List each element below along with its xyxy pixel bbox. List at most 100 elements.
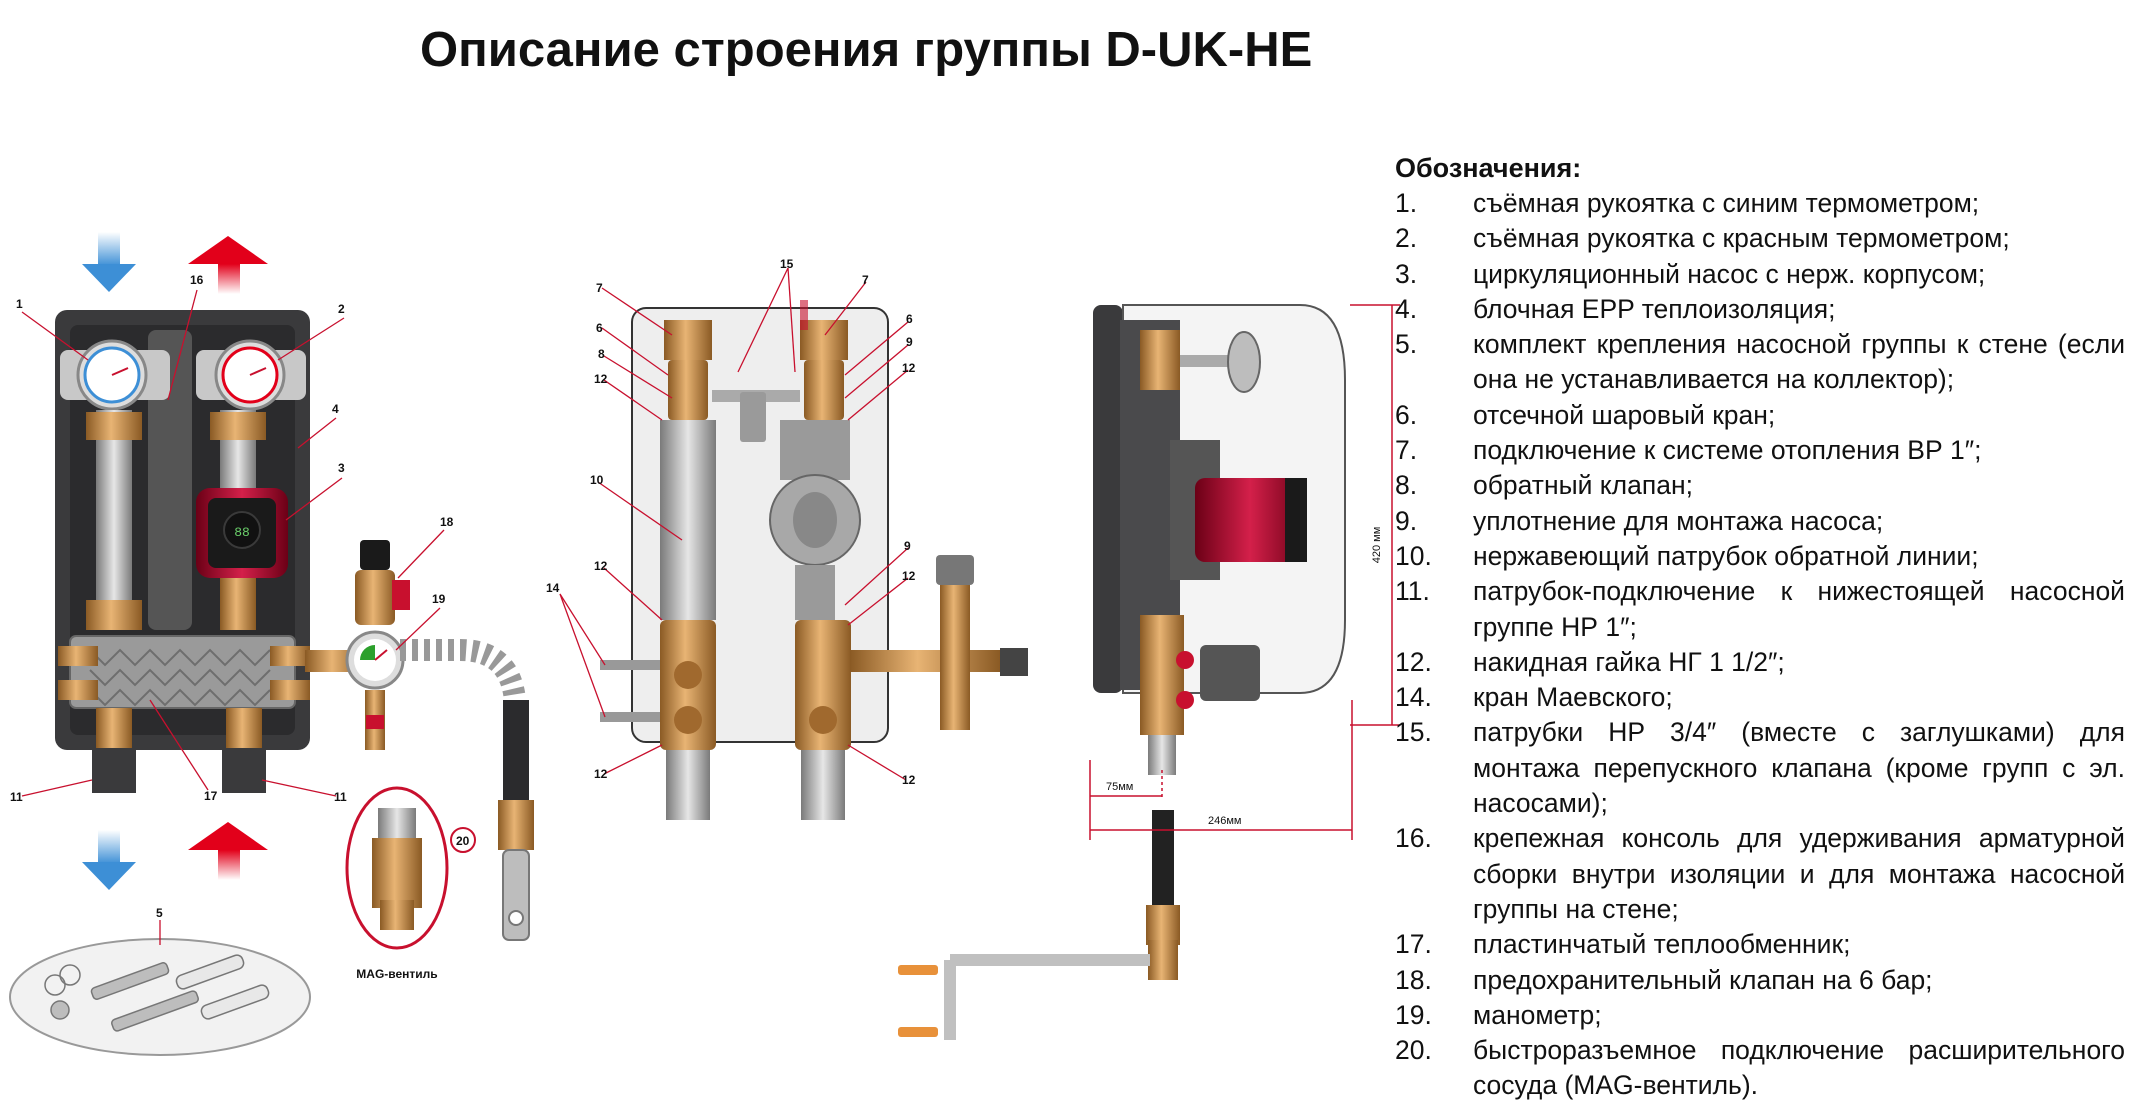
mag-valve-detail	[345, 786, 449, 950]
callout-7-left: 7	[596, 281, 603, 295]
legend-item-text: обратный клапан;	[1473, 470, 1693, 501]
callout-10: 10	[590, 473, 604, 487]
legend-item-text: патрубок-подключение к нижестоящей насос…	[1473, 576, 2125, 642]
legend-item-text: уплотнение для монтажа насоса;	[1473, 505, 1884, 536]
callout-2: 2	[338, 302, 345, 316]
callout-17: 17	[204, 789, 218, 803]
legend-item: 3. циркуляционный насос с нерж. корпусом;	[1395, 257, 2125, 292]
legend-item-text: отсечной шаровый кран;	[1473, 399, 1776, 430]
legend-item: 18.предохранительный клапан на 6 бар;	[1395, 963, 2125, 998]
legend-item: 15. патрубки НР 3/4″ (вместе с заглушками…	[1395, 715, 2125, 821]
pump-group-diagram: 88	[9, 232, 1400, 1056]
mounting-console	[148, 330, 192, 630]
legend-item: 16.крепежная консоль для удерживания арм…	[1395, 821, 2125, 927]
circulation-pump: 88	[196, 488, 288, 578]
legend-item-number: 1.	[1395, 188, 1418, 218]
assembly-view: 7 15 7 6 6 8 9 12 12 10 12 9 12 14 12 12	[546, 257, 1028, 820]
callout-4: 4	[332, 402, 339, 416]
legend-item-number: 20.	[1395, 1035, 1432, 1066]
red-thermometer	[196, 339, 306, 411]
legend-item-text: быстроразъемное подключение расширительн…	[1473, 1035, 2125, 1101]
legend-item: 9.уплотнение для монтажа насоса;	[1395, 504, 2125, 539]
legend-item-text: съёмная рукоятка с красным термометром;	[1473, 223, 2010, 254]
callout-16: 16	[190, 273, 204, 287]
legend-item-text: кран Маевского;	[1473, 682, 1673, 713]
callout-20: 20	[456, 834, 470, 848]
callout-8: 8	[598, 347, 605, 361]
svg-text:88: 88	[234, 525, 250, 540]
callout-1: 1	[16, 297, 23, 311]
legend-item: 1. съёмная рукоятка с синим термометром;	[1395, 186, 2125, 221]
mag-valve-caption: MAG-вентиль	[356, 967, 437, 981]
callout-7-right: 7	[862, 273, 869, 287]
hot-arrow-out-icon	[188, 236, 268, 294]
callout-3: 3	[338, 461, 345, 475]
cold-arrow-out-icon	[82, 830, 136, 890]
legend-item-text: манометр;	[1473, 999, 1602, 1030]
dim-width-small: 75мм	[1106, 781, 1133, 793]
callout-11-left: 11	[10, 790, 23, 804]
blue-thermometer	[60, 339, 170, 411]
legend-item-text: накидная гайка НГ 1 1/2″;	[1473, 646, 1785, 677]
callout-12-top-right: 12	[902, 361, 916, 375]
legend-item-number: 5.	[1395, 329, 1418, 360]
legend-item: 19. манометр;	[1395, 998, 2125, 1033]
legend-item-number: 14.	[1395, 682, 1432, 713]
side-view: 420 мм 75мм 246мм	[898, 304, 1400, 1040]
legend-heading: Обозначения:	[1395, 153, 1582, 183]
legend-item: 7.подключение к системе отопления ВР 1″;	[1395, 433, 2125, 468]
callout-12-bottom-right: 12	[902, 773, 916, 787]
callout-6-left: 6	[596, 321, 603, 335]
legend-item: 14. кран Маевского;	[1395, 680, 2125, 715]
legend-item-text: комплект крепления насосной группы к сте…	[1473, 329, 2125, 395]
legend-item-number: 16.	[1395, 823, 1432, 854]
front-view: 88	[9, 232, 534, 1056]
legend-item-number: 2.	[1395, 223, 1418, 254]
hot-arrow-in-icon	[188, 822, 268, 880]
legend-item: 10. нержавеющий патрубок обратной линии;	[1395, 539, 2125, 574]
dim-height: 420 мм	[1371, 527, 1383, 564]
legend-item: 2. съёмная рукоятка с красным термометром…	[1395, 221, 2125, 256]
legend-item: 4.блочная EPP теплоизоляция;	[1395, 292, 2125, 327]
legend-item: 20. быстроразъемное подключение расширите…	[1395, 1033, 2125, 1104]
legend-item-text: патрубки НР 3/4″ (вместе с заглушками) д…	[1473, 717, 2125, 819]
callout-12-mid-left: 12	[594, 559, 608, 573]
legend-item: 12. накидная гайка НГ 1 1/2″;	[1395, 645, 2125, 680]
callout-12-top-left: 12	[594, 372, 608, 386]
legend-item-text: съёмная рукоятка с синим термометром;	[1473, 188, 1980, 218]
callout-15: 15	[780, 257, 794, 271]
legend: Обозначения: 1. съёмная рукоятка с синим …	[1395, 150, 2125, 1104]
legend-item-number: 17.	[1395, 929, 1432, 960]
page-title: Описание строения группы D-UK-HE	[420, 23, 1313, 77]
legend-item: 6. отсечной шаровый кран;	[1395, 398, 2125, 433]
legend-item: 8. обратный клапан;	[1395, 468, 2125, 503]
legend-item-number: 12.	[1395, 646, 1432, 677]
legend-item-number: 15.	[1395, 717, 1432, 748]
callout-12-mid-right: 12	[902, 569, 916, 583]
legend-item-text: нержавеющий патрубок обратной линии;	[1473, 540, 1979, 571]
callouts-view2: 7 15 7 6 6 8 9 12 12 10 12 9 12 14 12 12	[546, 257, 916, 787]
legend-item: 11.патрубок-подключение к нижестоящей на…	[1395, 574, 2125, 645]
callout-14: 14	[546, 581, 560, 595]
cold-arrow-in-icon	[82, 232, 136, 292]
safety-valve	[355, 540, 410, 625]
legend-item-text: блочная EPP теплоизоляция;	[1473, 293, 1836, 324]
legend-item-number: 3.	[1395, 258, 1418, 289]
return-pipe	[96, 410, 132, 630]
callout-11-right: 11	[334, 790, 347, 804]
legend-item-number: 8.	[1395, 470, 1418, 501]
legend-item-text: циркуляционный насос с нерж. корпусом;	[1473, 258, 1986, 289]
legend-item: 5. комплект крепления насосной группы к с…	[1395, 327, 2125, 398]
callout-9-top: 9	[906, 335, 913, 349]
legend-item-number: 18.	[1395, 964, 1432, 995]
legend-list: 1.съёмная рукоятка с синим термометром;2…	[1395, 186, 2125, 1104]
callout-19: 19	[432, 592, 446, 606]
legend-item: 17. пластинчатый теплообменник;	[1395, 927, 2125, 962]
callout-12-bottom-left: 12	[594, 767, 608, 781]
legend-item-number: 6.	[1395, 399, 1418, 430]
callouts-view1: 1 2 16 4 3 18 19 17 11 11 5 20	[10, 273, 470, 920]
legend-item-text: пластинчатый теплообменник;	[1473, 929, 1851, 960]
legend-item-number: 19.	[1395, 999, 1432, 1030]
legend-item-number: 7.	[1395, 435, 1418, 466]
legend-item-number: 10.	[1395, 540, 1432, 571]
